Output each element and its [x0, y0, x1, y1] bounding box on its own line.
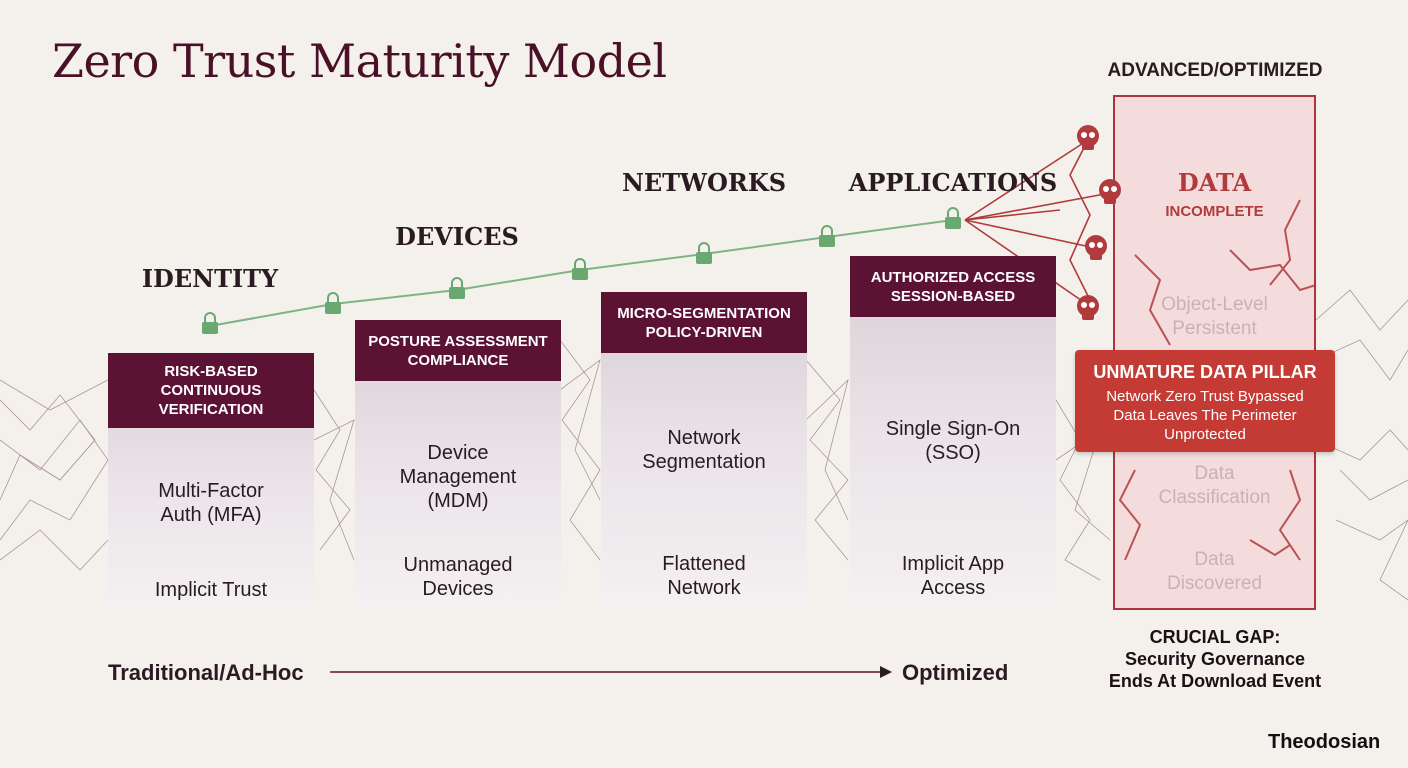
lock-icon — [945, 207, 961, 229]
pillar-devices: POSTURE ASSESSMENT COMPLIANCE Device Man… — [355, 320, 561, 610]
lock-icon — [819, 225, 835, 247]
axis-end-label: Optimized — [902, 660, 1009, 685]
pillar-title-applications: APPLICATIONS — [848, 168, 1058, 197]
gap-callout-title: UNMATURE DATA PILLAR — [1093, 362, 1317, 382]
data-pillar-title: DATA — [1177, 168, 1252, 197]
gap-callout-body: Network Zero Trust Bypassed Data Leaves … — [1106, 388, 1304, 443]
lock-icon — [202, 312, 218, 334]
lock-icon — [449, 277, 465, 299]
gap-callout: UNMATURE DATA PILLAR Network Zero Trust … — [1075, 350, 1335, 452]
data-level-top: Object-Level Persistent — [1161, 294, 1268, 339]
advanced-optimized-label: ADVANCED/OPTIMIZED — [1107, 60, 1323, 81]
pillar-band: AUTHORIZED ACCESS SESSION-BASED — [850, 256, 1056, 317]
pillar-level-mid: Single Sign-On (SSO) — [885, 418, 1021, 464]
pillar-networks: MICRO-SEGMENTATION POLICY-DRIVEN Network… — [601, 292, 807, 610]
arrow-right-icon — [880, 666, 892, 678]
pillar-level-low: Flattened Network — [662, 553, 746, 599]
pillar-title-identity: IDENTITY — [141, 264, 279, 293]
axis-start-label: Traditional/Ad-Hoc — [108, 660, 304, 685]
pillar-level-low: Implicit App Access — [901, 553, 1005, 599]
pillar-level-low: Implicit Trust — [154, 579, 268, 601]
pillar-title-networks: NETWORKS — [621, 168, 787, 197]
lock-icon — [572, 258, 588, 280]
skull-icon — [1077, 295, 1099, 320]
pillar-band: MICRO-SEGMENTATION POLICY-DRIVEN — [601, 292, 807, 353]
skull-icon — [1099, 179, 1121, 204]
pillar-level-mid: Multi-Factor Auth (MFA) — [158, 480, 264, 526]
data-level-low: Data Discovered — [1166, 549, 1263, 594]
pillar-level-mid: Device Management (MDM) — [399, 442, 517, 512]
pillar-level-low: Unmanaged Devices — [403, 554, 513, 600]
lock-icon — [325, 292, 341, 314]
pillar-band: POSTURE ASSESSMENT COMPLIANCE — [355, 320, 561, 381]
pillar-applications: AUTHORIZED ACCESS SESSION-BASED Single S… — [850, 256, 1056, 610]
data-level-mid: Data Classification — [1158, 463, 1271, 508]
skull-icon — [1085, 235, 1107, 260]
skull-icon — [1077, 125, 1099, 150]
lock-icon — [696, 242, 712, 264]
pillar-level-mid: Network Segmentation — [642, 427, 766, 473]
page-title: Zero Trust Maturity Model — [52, 34, 667, 88]
pillar-title-devices: DEVICES — [395, 222, 519, 251]
pillar-identity: RISK-BASED CONTINUOUS VERIFICATION Multi… — [108, 353, 314, 610]
pillar-band: RISK-BASED CONTINUOUS VERIFICATION — [108, 353, 314, 428]
data-pillar-status: INCOMPLETE — [1165, 203, 1264, 220]
crucial-gap-note: CRUCIAL GAP: Security Governance Ends At… — [1108, 627, 1322, 691]
brand-logo: Theodosian — [1268, 731, 1381, 753]
